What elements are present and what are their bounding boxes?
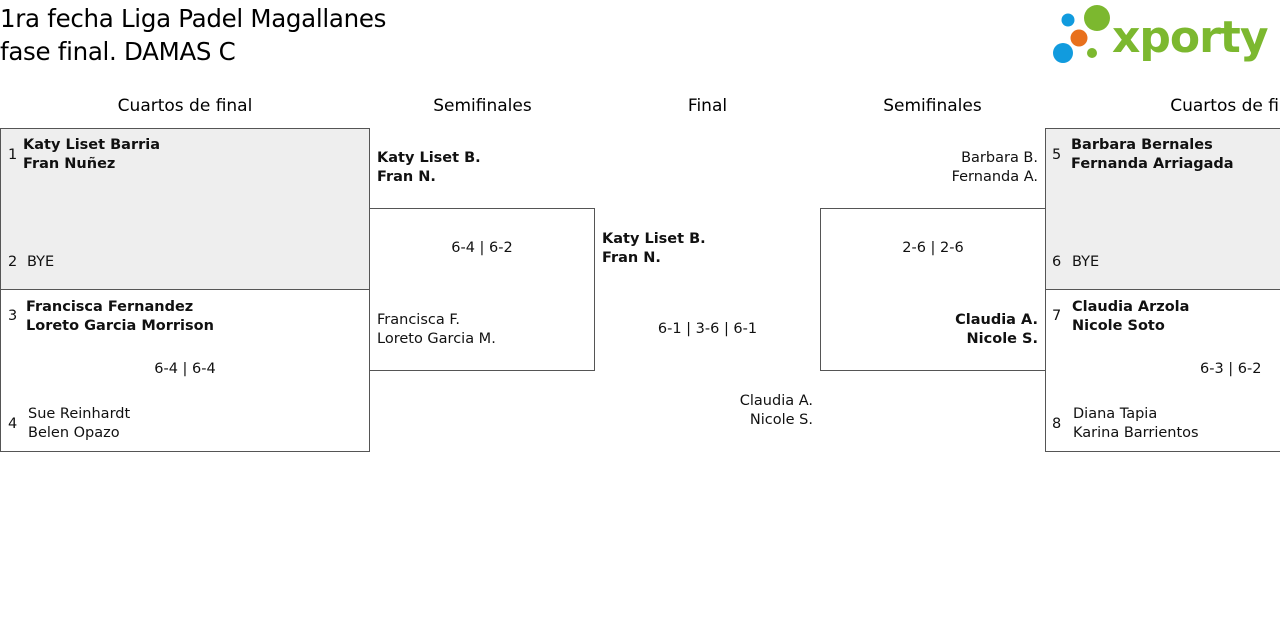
player-name: Diana Tapia <box>1073 406 1158 422</box>
team-diana-karina[interactable]: Diana Tapia Karina Barrientos <box>1073 405 1199 443</box>
player-name: Karina Barrientos <box>1073 425 1199 441</box>
team-final-top[interactable]: Katy Liset B. Fran N. <box>602 230 706 268</box>
team-sf1-top[interactable]: Katy Liset B. Fran N. <box>377 149 481 187</box>
seed-number: 5 <box>1052 147 1062 163</box>
team-sf2-top[interactable]: Barbara B. Fernanda A. <box>820 149 1038 187</box>
player-name: Claudia A. <box>955 312 1038 328</box>
title-line-2: fase final. DAMAS C <box>0 37 236 66</box>
match-sf-1[interactable] <box>369 208 595 371</box>
logo-wordmark: xporty <box>1112 12 1268 63</box>
team-claudia-nicole[interactable]: Claudia Arzola Nicole Soto <box>1072 298 1189 336</box>
team-sf2-bottom[interactable]: Claudia A. Nicole S. <box>820 311 1038 349</box>
team-bye: BYE <box>27 254 55 270</box>
page-title: 1ra fecha Liga Padel Magallanes fase fin… <box>0 2 386 68</box>
player-name: Nicole Soto <box>1072 318 1165 334</box>
round-header-qf-right: Cuartos de fin <box>1170 96 1280 116</box>
player-name: Claudia Arzola <box>1072 299 1190 315</box>
xporty-logo[interactable]: xporty <box>1050 4 1278 68</box>
match-score: 6-4 | 6-2 <box>451 240 513 256</box>
xporty-logo-mark: xporty <box>1053 5 1269 63</box>
player-name: Fran Nuñez <box>23 156 116 172</box>
match-score: 2-6 | 2-6 <box>902 240 964 256</box>
logo-dot-blue-small <box>1061 13 1075 27</box>
player-name: Nicole S. <box>966 331 1038 347</box>
seed-number: 6 <box>1052 254 1062 270</box>
player-name: Belen Opazo <box>28 425 120 441</box>
team-sf1-bottom[interactable]: Francisca F. Loreto Garcia M. <box>377 311 496 349</box>
logo-dot-green-large <box>1084 5 1110 31</box>
player-name: Barbara B. <box>961 150 1038 166</box>
player-name: Nicole S. <box>749 412 813 428</box>
team-final-bottom[interactable]: Claudia A. Nicole S. <box>595 392 813 430</box>
seed-number: 4 <box>8 416 18 432</box>
round-header-qf-left: Cuartos de final <box>117 96 253 116</box>
team-katy-fran[interactable]: Katy Liset Barria Fran Nuñez <box>23 136 160 174</box>
round-header-sf-right: Semifinales <box>883 96 982 116</box>
logo-dot-orange <box>1070 29 1088 47</box>
player-name: Barbara Bernales <box>1071 137 1213 153</box>
seed-number: 3 <box>8 308 18 324</box>
match-qf-1[interactable] <box>0 128 370 290</box>
player-name: Loreto Garcia Morrison <box>26 318 214 334</box>
player-name: Francisca Fernandez <box>26 299 194 315</box>
match-score: 6-3 | 6-2 <box>1200 361 1262 377</box>
team-barbara-fernanda[interactable]: Barbara Bernales Fernanda Arriagada <box>1071 136 1234 174</box>
final-score: 6-1 | 3-6 | 6-1 <box>657 321 758 337</box>
title-line-1: 1ra fecha Liga Padel Magallanes <box>0 4 387 33</box>
player-name: Fran N. <box>602 250 661 266</box>
match-score: 6-4 | 6-4 <box>154 361 216 377</box>
player-name: Loreto Garcia M. <box>377 331 496 347</box>
player-name: Fran N. <box>377 169 436 185</box>
player-name: Katy Liset B. <box>602 231 706 247</box>
match-qf-3[interactable] <box>1045 128 1280 290</box>
seed-number: 1 <box>8 147 18 163</box>
seed-number: 8 <box>1052 416 1062 432</box>
player-name: Claudia A. <box>739 393 813 409</box>
logo-dot-green-small <box>1087 48 1097 58</box>
seed-number: 7 <box>1052 308 1062 324</box>
player-name: Francisca F. <box>377 312 460 328</box>
player-name: Katy Liset B. <box>377 150 481 166</box>
player-name: Katy Liset Barria <box>23 137 160 153</box>
round-header-sf-left: Semifinales <box>433 96 532 116</box>
logo-dot-blue-large <box>1053 43 1073 63</box>
round-header-final: Final <box>687 96 728 116</box>
team-francisca-loreto[interactable]: Francisca Fernandez Loreto Garcia Morris… <box>26 298 214 336</box>
player-name: Sue Reinhardt <box>28 406 131 422</box>
match-qf-4[interactable] <box>1045 289 1280 452</box>
player-name: Fernanda Arriagada <box>1071 156 1234 172</box>
team-sue-belen[interactable]: Sue Reinhardt Belen Opazo <box>28 405 130 443</box>
team-bye: BYE <box>1072 254 1100 270</box>
seed-number: 2 <box>8 254 18 270</box>
player-name: Fernanda A. <box>951 169 1038 185</box>
